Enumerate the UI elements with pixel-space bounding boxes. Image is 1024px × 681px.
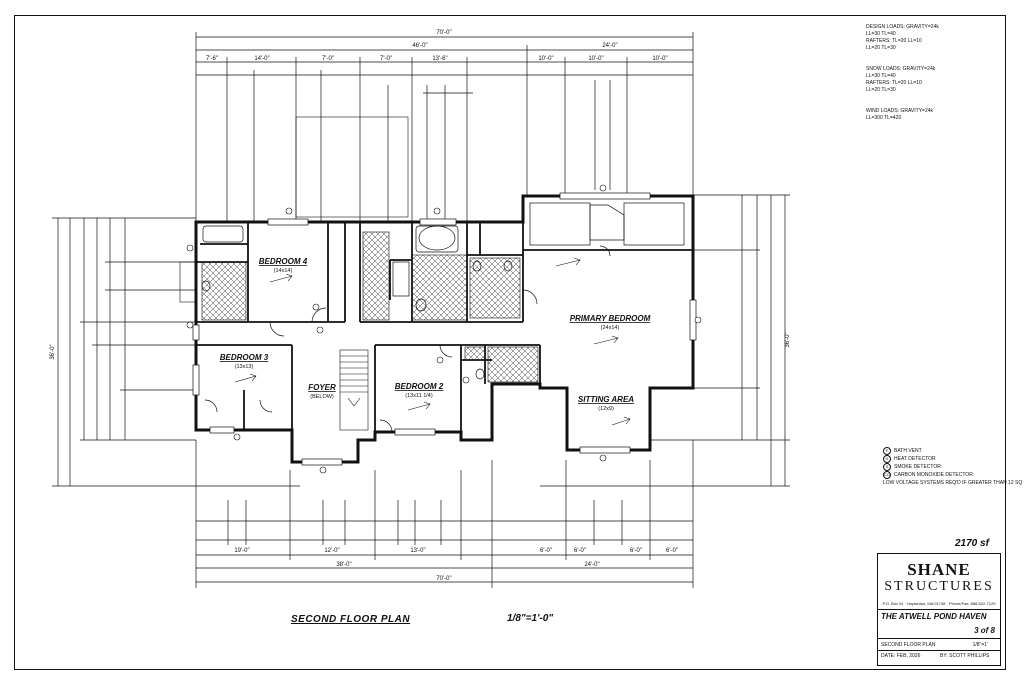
total-area: 2170 sf xyxy=(955,538,989,549)
dim-bottom-seg-3: 13'-0" xyxy=(410,548,425,554)
legend-item: LOW VOLTAGE SYSTEMS REQ'D IF GREATER THA… xyxy=(883,479,1022,487)
drawn-by: BY: SCOTT PHILLIPS xyxy=(940,653,990,659)
dim-top-seg-6: 10'-0" xyxy=(538,56,553,62)
legend-text: CARBON MONOXIDE DETECTOR xyxy=(894,472,973,478)
dim-top-seg-2: 14'-0" xyxy=(254,56,269,62)
dim-top-seg-8: 10'-0" xyxy=(652,56,667,62)
room-size-bedroom2: (13x11 1/4) xyxy=(405,393,433,399)
room-size-bedroom3: (13x13) xyxy=(235,364,254,370)
dim-bottom-seg-1: 19'-0" xyxy=(234,548,249,554)
dim-bottom-left: 38'-0" xyxy=(336,562,351,568)
dim-top-seg-4: 7'-0" xyxy=(380,56,392,62)
note-line: LL=300 TL=420 xyxy=(866,115,902,121)
note-line: SNOW LOADS: GRAVITY=24k xyxy=(866,66,936,72)
drawing-date: DATE: FEB, 2026 xyxy=(881,653,921,659)
drawing-scale: 1/8"=1' xyxy=(972,642,988,648)
company-logo-line1: SHANE xyxy=(907,560,971,579)
note-line: DESIGN LOADS: GRAVITY=24k xyxy=(866,24,939,30)
company-logo-line2: STRUCTURES xyxy=(884,579,994,594)
notes-group-2: SNOW LOADS: GRAVITY=24k LL=30 TL=40 RAFT… xyxy=(866,66,935,94)
beam-tags xyxy=(234,257,631,426)
room-size-primary: (24x14) xyxy=(601,325,620,331)
dim-bottom-overall: 70'-0" xyxy=(436,576,451,582)
fixtures xyxy=(201,202,685,380)
bath-vent-icon: F xyxy=(883,447,891,455)
note-line: WIND LOADS: GRAVITY=24k xyxy=(866,108,934,114)
divider xyxy=(878,650,1000,651)
sheet-border xyxy=(14,15,1006,670)
notes-group-1: DESIGN LOADS: GRAVITY=24k LL=30 TL=40 RA… xyxy=(866,24,939,52)
dim-top-seg-5: 13'-6" xyxy=(432,56,447,62)
room-label-bedroom2: BEDROOM 2 xyxy=(395,382,444,391)
title-block: SHANE STRUCTURES P.O. Box 91 · Hopkinton… xyxy=(877,553,1001,666)
dim-bottom-seg-5: 6'-0" xyxy=(574,548,586,554)
room-size-sitting: (12x9) xyxy=(598,406,614,412)
company-address: P.O. Box 91 · Hopkinton, MA 01748 · Phon… xyxy=(882,601,996,606)
left-dimensions xyxy=(52,217,300,487)
room-size-bedroom4: (14x14) xyxy=(274,268,293,274)
left-bump-outline xyxy=(179,261,197,303)
note-line: LL=30 TL=40 xyxy=(866,73,896,79)
project-name: THE ATWELL POND HAVEN xyxy=(881,612,987,621)
smoke-detector-icon: S xyxy=(883,463,891,471)
detector-symbols xyxy=(186,184,702,474)
notes-group-3: WIND LOADS: GRAVITY=24k LL=300 TL=420 xyxy=(866,108,933,122)
door-swings xyxy=(204,245,611,433)
dim-bottom-seg-2: 12'-0" xyxy=(324,548,339,554)
dim-top-seg-1: 7'-6" xyxy=(206,56,218,62)
room-label-primary: PRIMARY BEDROOM xyxy=(570,314,651,323)
staircase xyxy=(339,349,369,431)
note-line: LL=30 TL=40 xyxy=(866,31,896,37)
legend-text: HEAT DETECTOR xyxy=(894,456,936,462)
room-size-foyer: (BELOW) xyxy=(310,394,334,400)
note-line: RAFTERS: TL=20 LL=10 xyxy=(866,38,922,44)
room-label-sitting: SITTING AREA xyxy=(578,395,634,404)
room-label-bedroom3: BEDROOM 3 xyxy=(220,353,269,362)
divider xyxy=(878,609,1000,610)
sheet-scale: 1/8"=1'-0" xyxy=(507,613,554,624)
heat-detector-icon: H xyxy=(883,455,891,463)
dim-bottom-seg-7: 6'-0" xyxy=(666,548,678,554)
dim-right-overall: 36'-0" xyxy=(785,332,791,347)
dim-bottom-right: 24'-0" xyxy=(584,562,599,568)
dim-top-left: 46'-0" xyxy=(412,43,427,49)
right-dimensions xyxy=(540,194,790,487)
windows xyxy=(192,192,697,466)
dim-top-seg-7: 10'-0" xyxy=(588,56,603,62)
note-line: LL=20 TL=30 xyxy=(866,87,896,93)
room-label-foyer: FOYER xyxy=(308,383,336,392)
dim-bottom-seg-6: 6'-0" xyxy=(630,548,642,554)
bottom-dimensions xyxy=(195,440,694,588)
divider xyxy=(878,638,1000,639)
dim-top-overall: 70'-0" xyxy=(436,30,451,36)
legend-text: BATH VENT xyxy=(894,448,922,454)
room-label-bedroom4: BEDROOM 4 xyxy=(259,257,308,266)
dim-top-right: 24'-0" xyxy=(602,43,617,49)
open-to-below-outline xyxy=(295,116,409,218)
note-line: RAFTERS: TL=20 LL=10 xyxy=(866,80,922,86)
dim-bottom-seg-4: 6'-0" xyxy=(540,548,552,554)
tile-areas xyxy=(201,231,539,383)
legend-text: LOW VOLTAGE SYSTEMS REQ'D IF GREATER THA… xyxy=(883,480,1023,486)
sheet-number: 3 of 8 xyxy=(974,626,995,635)
legend-text: SMOKE DETECTOR xyxy=(894,464,941,470)
co-detector-icon: CO xyxy=(883,471,891,479)
dim-left-overall: 36'-0" xyxy=(50,344,56,359)
sheet-title: SECOND FLOOR PLAN xyxy=(291,614,411,625)
dim-top-seg-3: 7'-0" xyxy=(322,56,334,62)
note-line: LL=20 TL=30 xyxy=(866,45,896,51)
drawing-name: SECOND FLOOR PLAN xyxy=(881,642,936,648)
